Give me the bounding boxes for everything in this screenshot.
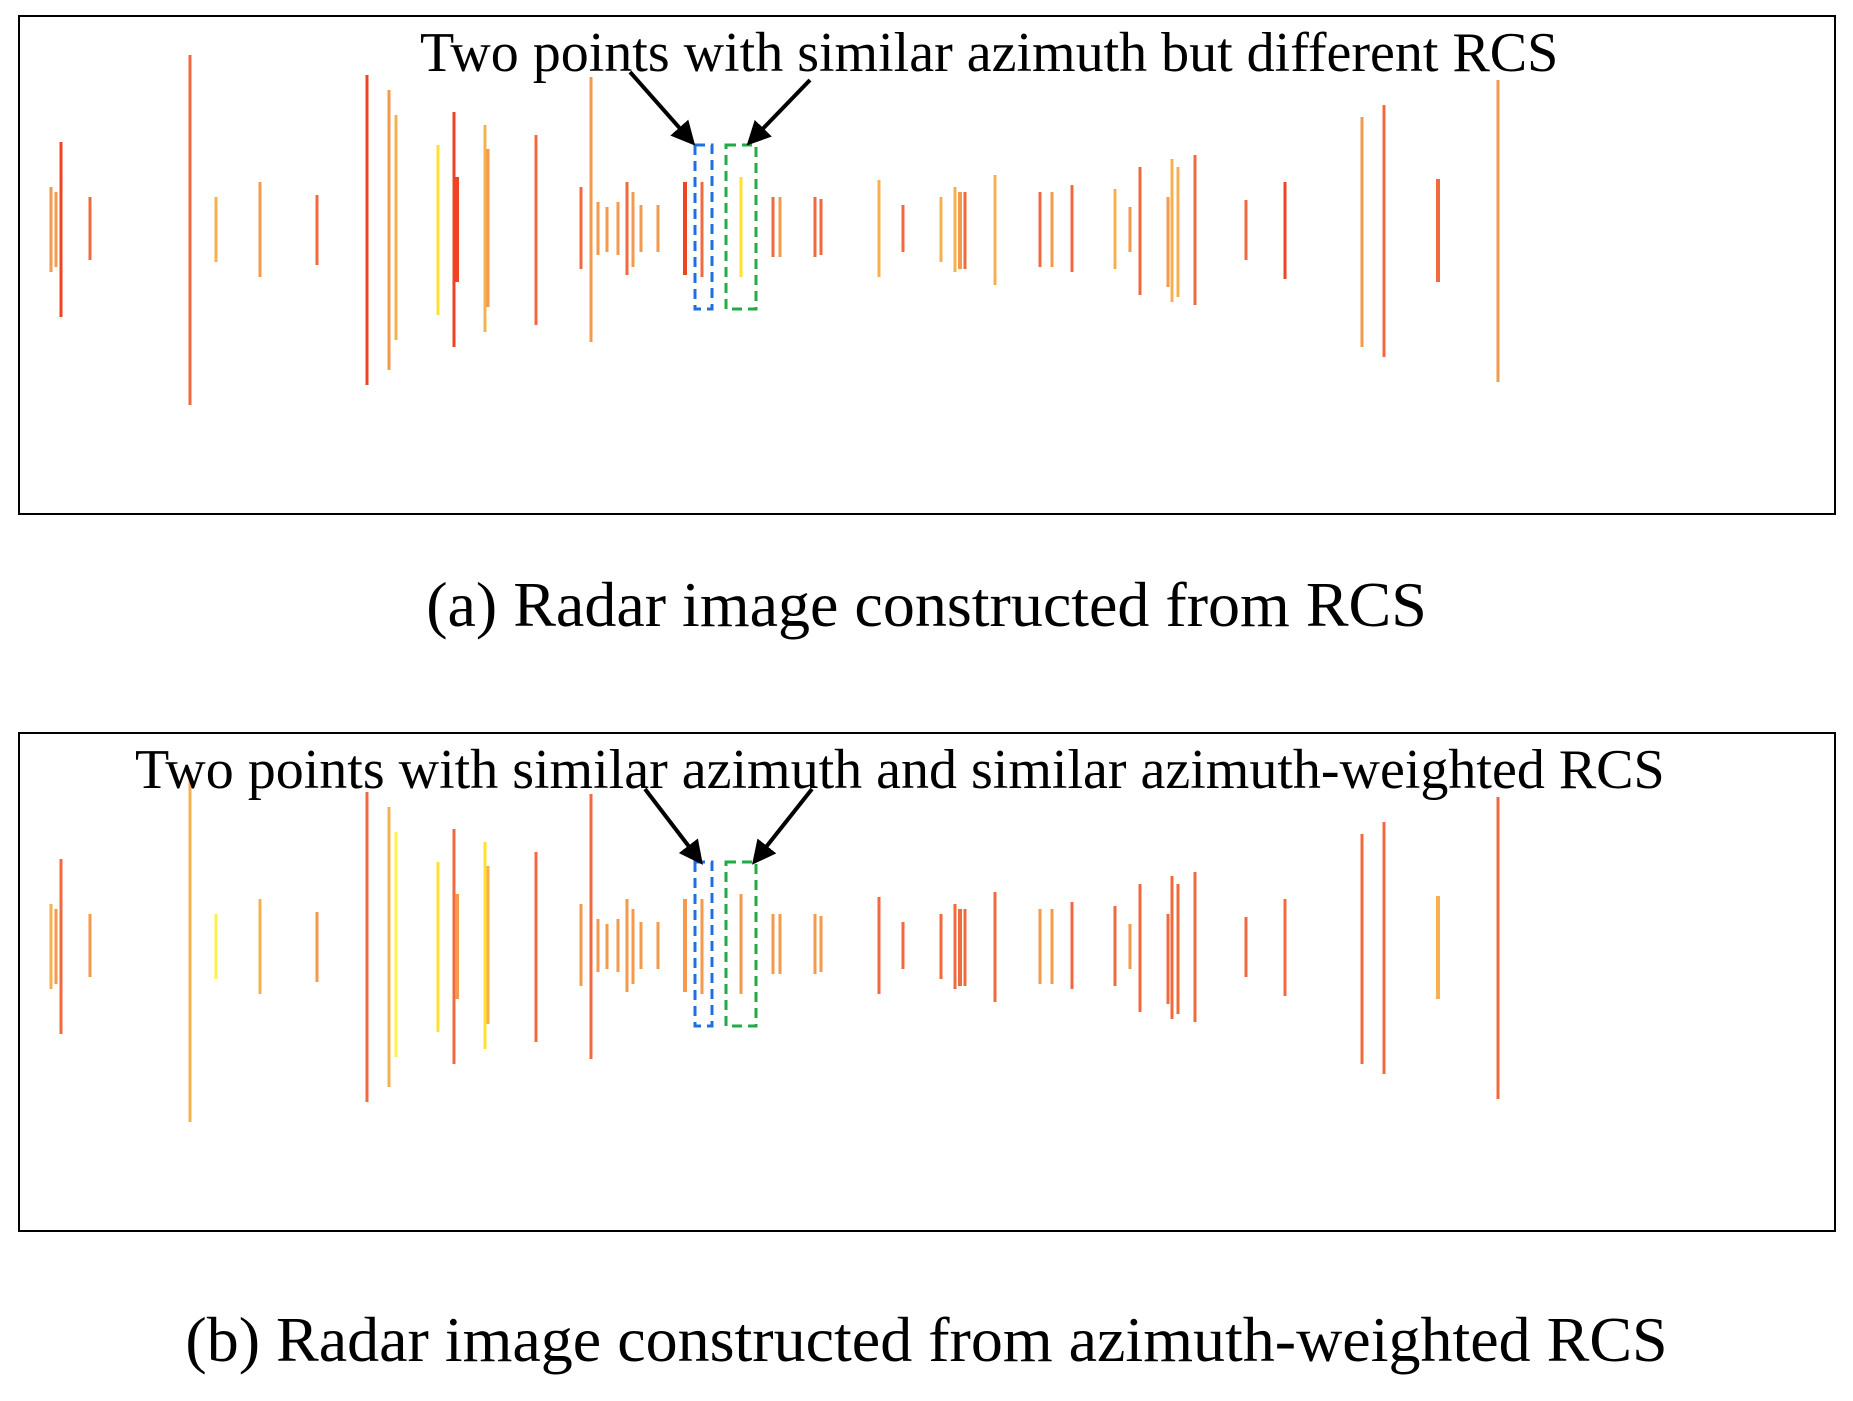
caption-a: (a) Radar image constructed from RCS	[426, 569, 1427, 640]
arrow	[643, 787, 703, 865]
radar-image-panel-b: Two points with similar azimuth and simi…	[18, 732, 1836, 1232]
caption-b: (b) Radar image constructed from azimuth…	[185, 1304, 1668, 1375]
arrow	[752, 787, 814, 865]
radar-lines-b	[49, 772, 1500, 1122]
highlight-box-green	[724, 860, 758, 1028]
radar-lines-a	[49, 55, 1500, 405]
highlight-box-blue	[693, 143, 714, 311]
highlight-box-green	[724, 143, 758, 311]
annotation-text-b: Two points with similar azimuth and simi…	[135, 739, 1665, 801]
radar-image-panel-a: Two points with similar azimuth but diff…	[18, 15, 1836, 515]
arrow	[628, 70, 696, 146]
annotation-text-a: Two points with similar azimuth but diff…	[420, 22, 1559, 84]
highlight-box-blue	[693, 860, 714, 1028]
arrow	[746, 78, 812, 146]
